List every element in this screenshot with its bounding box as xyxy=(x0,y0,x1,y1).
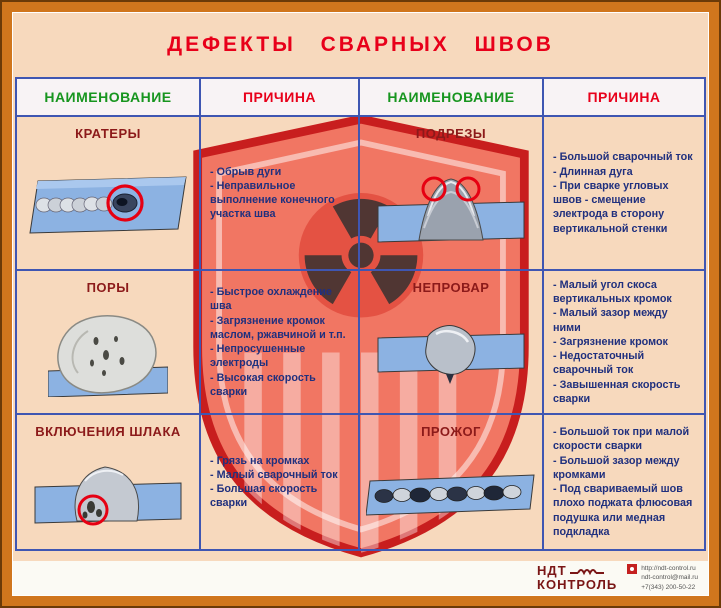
weld-seam-icon xyxy=(569,568,604,576)
defect-name: КРАТЕРЫ xyxy=(75,126,141,141)
defect-cell-slag: ВКЛЮЧЕНИЯ ШЛАКА xyxy=(17,415,201,549)
undercut-weld-image xyxy=(360,141,542,269)
footer-bar: НДТ КОНТРОЛЬ http://ndt-control.ru ndt-c… xyxy=(13,561,708,595)
poster-content: ДЕФЕКТЫ СВАРНЫХ ШВОВ НАИМЕНОВАНИЕ ПРИЧИН… xyxy=(12,12,709,596)
contact-url: http://ndt-control.ru xyxy=(641,565,696,573)
defect-cell-undercut: ПОДРЕЗЫ xyxy=(360,117,544,269)
ndt-emblem-icon xyxy=(627,564,638,575)
undercut-weld-icon xyxy=(377,176,525,243)
craters-weld-icon xyxy=(29,176,187,234)
defect-cell-lack-of-fusion: НЕПРОВАР xyxy=(360,271,544,413)
cause-text: - Обрыв дуги - Неправильное выполнение к… xyxy=(210,165,335,221)
cause-text: - Большой сварочный ток - Длинная дуга -… xyxy=(553,151,693,235)
pores-weld-image xyxy=(17,295,199,413)
header-cause-right: ПРИЧИНА xyxy=(587,89,661,105)
logo-text-ndt: НДТ xyxy=(537,562,567,578)
ndt-control-logo: НДТ КОНТРОЛЬ xyxy=(537,562,618,593)
lack-of-fusion-weld-image xyxy=(360,295,542,413)
defect-name: ВКЛЮЧЕНИЯ ШЛАКА xyxy=(35,424,181,439)
cause-cell-slag: - Грязь на кромках - Малый сварочный ток… xyxy=(201,415,360,549)
table-row: ПОРЫ xyxy=(17,271,704,415)
cause-cell-craters: - Обрыв дуги - Неправильное выполнение к… xyxy=(201,117,360,269)
cause-text: - Большой ток при малой скорости сварки … xyxy=(553,426,693,538)
cause-cell-lack-of-fusion: - Малый угол скоса вертикальных кромок -… xyxy=(544,271,704,413)
header-name-right: НАИМЕНОВАНИЕ xyxy=(360,79,544,115)
lack-of-fusion-weld-icon xyxy=(377,325,525,384)
defect-name: НЕПРОВАР xyxy=(412,280,490,295)
cause-cell-burn-through: - Большой ток при малой скорости сварки … xyxy=(544,415,704,549)
header-name-left: НАИМЕНОВАНИЕ xyxy=(17,79,201,115)
defect-name: ПОРЫ xyxy=(86,280,130,295)
pores-weld-icon xyxy=(48,315,168,397)
defect-cell-burn-through: ПРОЖОГ xyxy=(360,415,544,549)
title-bar: ДЕФЕКТЫ СВАРНЫХ ШВОВ xyxy=(13,13,708,77)
defect-cell-craters: КРАТЕРЫ xyxy=(17,117,201,269)
defect-name: ПОДРЕЗЫ xyxy=(415,126,487,141)
defect-cell-pores: ПОРЫ xyxy=(17,271,201,413)
craters-weld-image xyxy=(17,141,199,269)
defects-table: НАИМЕНОВАНИЕ ПРИЧИНА НАИМЕНОВАНИЕ ПРИЧИН… xyxy=(15,77,706,551)
defect-name: ПРОЖОГ xyxy=(421,424,481,439)
table-row: КРАТЕРЫ xyxy=(17,117,704,271)
cause-cell-undercut: - Большой сварочный ток - Длинная дуга -… xyxy=(544,117,704,269)
burn-through-weld-icon xyxy=(366,474,535,516)
cause-text: - Малый угол скоса вертикальных кромок -… xyxy=(553,278,681,405)
table-header-row: НАИМЕНОВАНИЕ ПРИЧИНА НАИМЕНОВАНИЕ ПРИЧИН… xyxy=(17,79,704,117)
header-cause-left: ПРИЧИНА xyxy=(201,79,360,115)
logo-text-kontrol: КОНТРОЛЬ xyxy=(537,577,618,592)
cause-text: - Грязь на кромках - Малый сварочный ток… xyxy=(210,454,338,510)
slag-inclusions-weld-icon xyxy=(34,466,182,526)
contact-block: http://ndt-control.ru ndt-control@mail.r… xyxy=(627,564,698,591)
contact-email: ndt-control@mail.ru xyxy=(641,574,698,582)
slag-inclusions-weld-image xyxy=(17,439,199,549)
page-title: ДЕФЕКТЫ СВАРНЫХ ШВОВ xyxy=(167,33,554,56)
cause-text: - Быстрое охлаждение шва - Загрязнение к… xyxy=(210,286,346,398)
table-row: ВКЛЮЧЕНИЯ ШЛАКА xyxy=(17,415,704,549)
burn-through-weld-image xyxy=(360,439,542,549)
contact-phone: +7(343) 200-50-22 xyxy=(641,583,696,591)
cause-cell-pores: - Быстрое охлаждение шва - Загрязнение к… xyxy=(201,271,360,413)
